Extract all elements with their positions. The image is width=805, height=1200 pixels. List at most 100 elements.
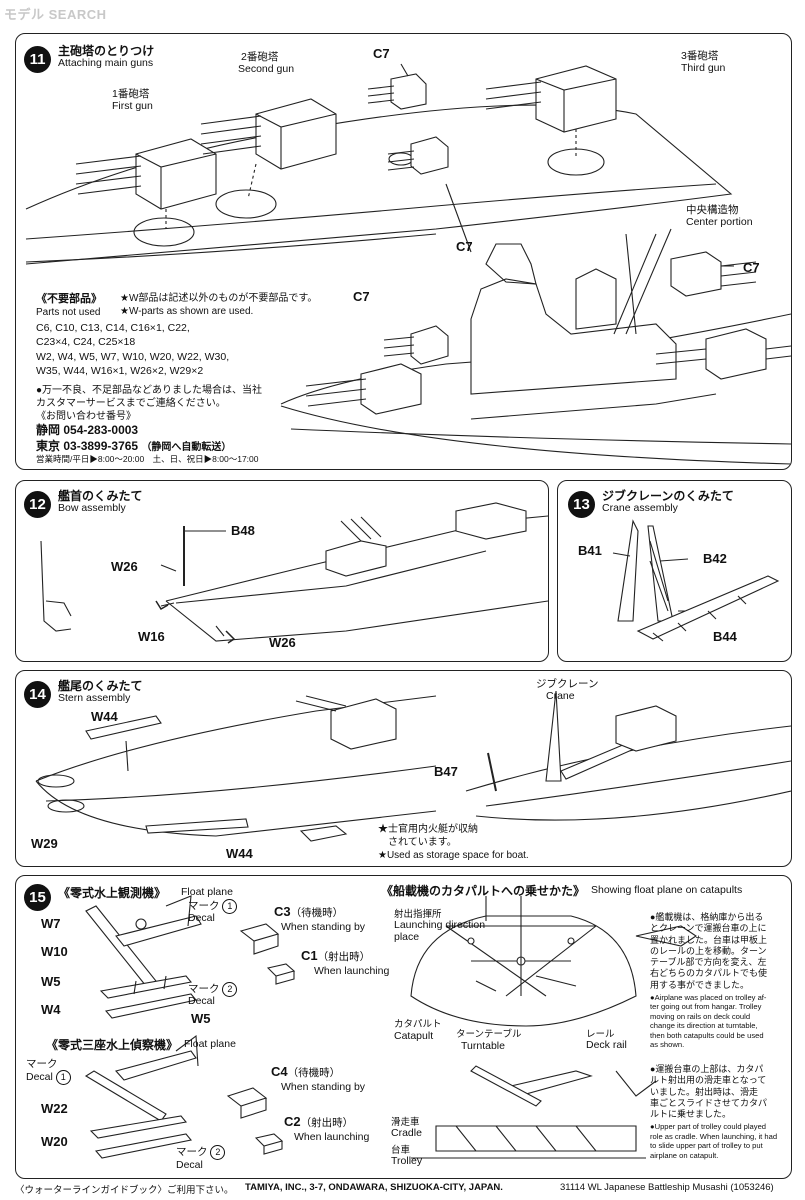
note-line: to slide upper part of trolley to put [650,1141,763,1151]
trolley-label-jp: 台車 [391,1145,411,1156]
float-plane-2-title-en: Float plane [184,1038,236,1050]
third-gun-label-jp: 3番砲塔 [681,50,719,62]
w-parts-note-en: ★W-parts as shown are used. [120,306,254,317]
center-portion-label-en: Center portion [686,216,753,228]
decal-4-label: Decal [176,1159,203,1171]
footer-company: TAMIYA, INC., 3-7, ONDAWARA, SHIZUOKA-CI… [245,1182,503,1193]
parts-list: C6, C10, C13, C14, C16×1, C22, C23×4, C2… [36,321,366,378]
circle-number-1: 1 [222,899,238,914]
crane-assembly-illustration [558,481,791,661]
part-b47: B47 [434,764,458,779]
boat-storage-note: ★士官用内火艇が収納 されています。 ★Used as storage spac… [378,823,529,862]
first-gun-label-en: First gun [112,100,153,112]
tokyo-note: （静岡へ自動転送） [141,441,232,453]
part-c7-top: C7 [373,46,390,61]
part-c7-right: C7 [743,260,760,275]
center-portion-label-jp: 中央構造物 [686,204,739,216]
part-c2: C2（射出時） [284,1114,354,1129]
step-13-title-jp: ジブクレーンのくみたて [602,489,734,503]
boat-note-en: ★Used as storage space for boat. [378,850,529,861]
part-w44-upper: W44 [91,709,118,724]
part-w10: W10 [41,944,68,959]
launch-label-en: When launching [314,965,390,977]
step-13-panel: 13 ジブクレーンのくみたて Crane assembly B41 B42 B4… [557,480,792,662]
shizuoka-label: 静岡 [36,422,61,437]
note-line: then both catapults could be used [650,1030,764,1040]
part-w4: W4 [41,1002,61,1017]
deck-rail-label-en: Deck rail [586,1039,627,1051]
standing-label-en: When standing by [281,1081,366,1093]
circle-number-2: 2 [222,982,238,997]
parts-not-used-title-jp: 《不要部品》 [36,293,102,305]
bow-assembly-illustration [16,481,548,661]
step-number-15: 15 [24,884,51,911]
step-number-14: 14 [24,681,51,708]
note-line: 置かれました。台車は甲板上 [650,934,768,945]
service-line: ●万一不良、不足部品などありました場合は、当社 [36,384,263,396]
parts-list-line: C6, C10, C13, C14, C16×1, C22, [36,322,190,335]
second-gun-label-en: Second gun [238,63,295,75]
note-line: ●Upper part of trolley could played [650,1122,767,1132]
trolley-label-en: Trolley [391,1155,423,1167]
part-c7-middle: C7 [456,239,473,254]
shizuoka-phone-line: 静岡 054-283-0003 [36,423,366,439]
tokyo-phone: 03-3899-3765 [63,438,139,453]
turntable-label-en: Turntable [461,1040,505,1052]
w-parts-note-jp: ★W部品は記述以外のものが不要部品です。 [120,293,318,304]
float-plane-illustration [16,876,791,1178]
part-w5-lower: W5 [191,1011,211,1026]
note-line: change its direction at turntable, [650,1021,758,1031]
part-w5-upper: W5 [41,974,61,989]
launch-place-jp: 射出指揮所 [394,909,442,920]
decal-3-label: Decal 1 [26,1070,71,1085]
step-13-title-en: Crane assembly [602,502,678,514]
circle-number-1: 1 [55,1070,71,1085]
tokyo-label: 東京 [36,438,61,453]
boat-note-jp-1: ★士官用内火艇が収納 [378,824,478,835]
catapult-label-en: Catapult [394,1030,434,1042]
stern-assembly-illustration [16,671,791,866]
footer-code: 31114 WL Japanese Battleship Musashi (10… [560,1182,774,1193]
part-b41: B41 [578,543,602,558]
note-line: role as cradle. When launching, it had [650,1131,778,1141]
step-12-title-jp: 艦首のくみたて [58,489,143,503]
first-gun-label-jp: 1番砲塔 [112,88,150,100]
note-line: 車ごとスライドさせてカタパ [650,1097,768,1108]
part-c7-left: C7 [353,289,370,304]
shizuoka-phone: 054-283-0003 [63,422,139,437]
turntable-label-jp: ターンテーブル [456,1029,522,1040]
second-gun-label-jp: 2番砲塔 [241,51,279,63]
crane-label-jp: ジブクレーン [536,678,599,690]
step-number-11: 11 [24,46,51,73]
main-guns-illustration [16,34,791,469]
step-11-panel: 11 主砲塔のとりつけ Attaching main guns 1番砲塔 Fir… [15,33,792,470]
watermark-logo: モデル SEARCH [4,7,107,22]
note-line: 右どちらのカタパルトでも使 [650,968,768,979]
step-11-title-en: Attaching main guns [58,57,154,69]
part-b48: B48 [231,523,255,538]
note-line: moving on rails on deck could [650,1011,751,1021]
part-w44-lower: W44 [226,846,253,861]
cradle-label-en: Cradle [391,1127,422,1139]
step-14-panel: 14 艦尾のくみたて Stern assembly W44 W29 W44 B4… [15,670,792,867]
part-w20: W20 [41,1134,68,1149]
note-line: 用する事ができました。 [650,979,750,990]
step-11-title-jp: 主砲塔のとりつけ [58,44,155,58]
step-15-panel: 15 《零式水上観測機》 Float plane マーク 1 Decal W7 … [15,875,792,1179]
note-line: のレールの上を移動。ターン [650,945,767,956]
cradle-label-jp: 滑走車 [391,1117,420,1128]
standing-label-en: When standing by [281,921,366,933]
deck-rail-label-jp: レール [586,1029,615,1040]
step-12-title-en: Bow assembly [58,502,126,514]
note-line: ルト射出用の滑走車となって [650,1075,767,1086]
part-c4: C4（待機時） [271,1064,341,1079]
parts-not-used-block: 《不要部品》 Parts not used ★W部品は記述以外のものが不要部品で… [36,292,366,465]
part-b42: B42 [703,551,727,566]
decal-1-mark-jp: マーク 1 [188,898,238,914]
third-gun-label-en: Third gun [681,62,726,74]
float-plane-2-title-jp: 《零式三座水上偵察機》 [46,1038,179,1052]
launch-place-en-1: Launching direction [394,919,486,931]
boat-note-jp-2: されています。 [388,837,457,848]
service-line: 《お問い合わせ番号》 [36,410,136,422]
crane-label-en: Crane [546,690,575,702]
